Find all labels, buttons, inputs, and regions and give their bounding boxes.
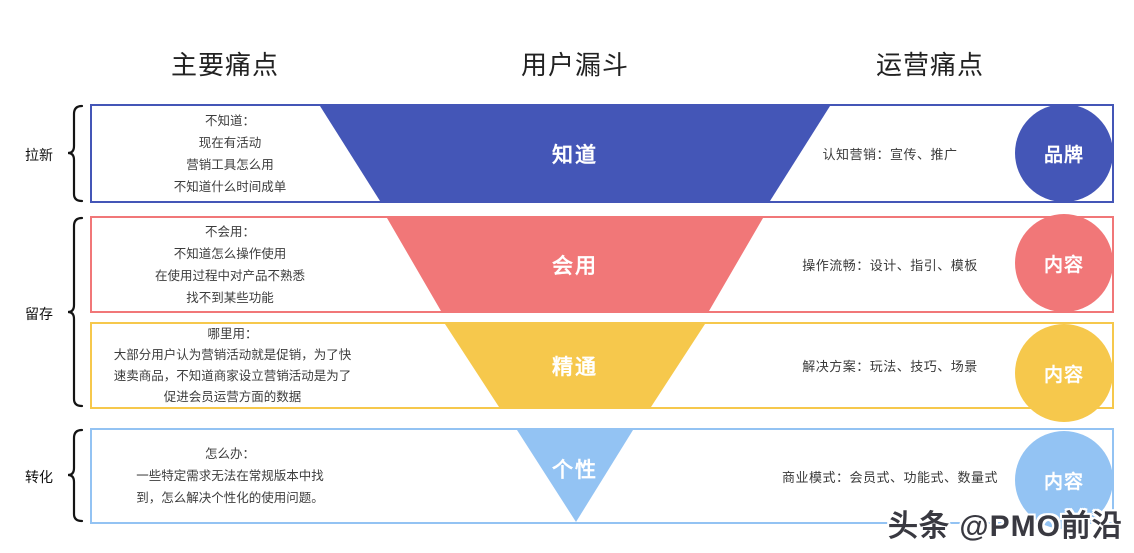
pain-text-row-3: 哪里用： 大部分用户认为营销活动就是促销，为了快 速卖商品，不知道商家设立营销活…: [113, 326, 352, 404]
funnel-label-personal: 个性: [552, 459, 598, 482]
circle-label-brand: 品牌: [1043, 144, 1084, 166]
ops-text-row-2: 操作流畅：设计、指引、模板: [802, 258, 978, 273]
header-main-pain-points: 主要痛点: [170, 50, 279, 80]
ops-text-row-1: 认知营销：宣传、推广: [822, 147, 958, 162]
section-label-conversion: 转化: [25, 469, 53, 485]
pain-text-row-1: 不知道： 现在有活动 营销工具怎么用 不知道什么时间成单: [173, 113, 287, 194]
brace-conversion: [67, 428, 84, 523]
header-user-funnel: 用户漏斗: [520, 50, 629, 80]
circle-label-content-3: 内容: [1043, 471, 1084, 493]
pain-text-row-2: 不会用： 不知道怎么操作使用 在使用过程中对产品不熟悉 找不到某些功能: [154, 224, 305, 305]
funnel-label-can-use: 会用: [552, 254, 598, 278]
brace-acquisition: [67, 104, 84, 203]
pain-text-row-4: 怎么办： 一些特定需求无法在常规版本中找 到，怎么解决个性化的使用问题。: [136, 447, 324, 505]
circle-label-content-2: 内容: [1043, 364, 1084, 386]
section-label-retention: 留存: [25, 306, 53, 322]
circle-label-content-1: 内容: [1043, 254, 1084, 276]
header-ops-pain-points: 运营痛点: [875, 50, 984, 80]
ops-text-row-4: 商业模式：会员式、功能式、数量式: [781, 469, 998, 485]
ops-text-row-3: 解决方案：玩法、技巧、场景: [802, 359, 978, 374]
section-label-acquisition: 拉新: [25, 147, 53, 163]
watermark-toutiao-pmo: 头条 @PMO前沿: [888, 510, 1123, 543]
funnel-label-know: 知道: [552, 143, 598, 167]
brace-retention: [67, 216, 84, 408]
funnel-label-master: 精通: [552, 355, 598, 379]
